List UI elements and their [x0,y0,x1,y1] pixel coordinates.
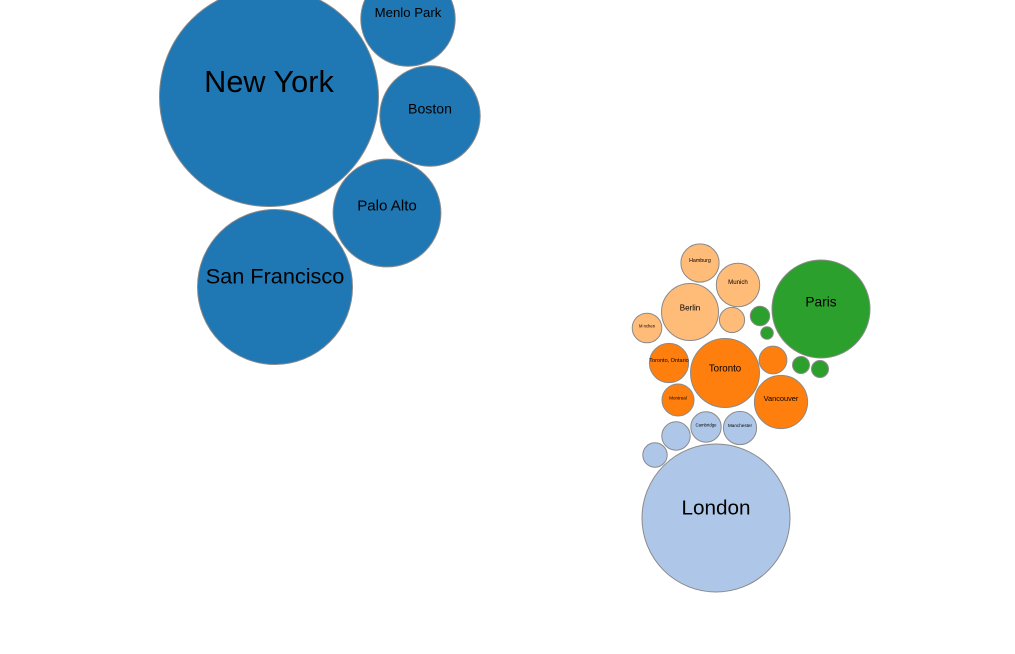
bubble-menlo-park[interactable] [360,0,456,67]
bubble-label: Palo Alto [357,198,417,215]
bubble-label: Menlo Park [375,5,442,20]
bubble-g3-1[interactable] [749,305,771,327]
bubble-palo-alto[interactable] [332,158,442,268]
bubble-toronto[interactable] [690,338,760,408]
bubble-toronto-ontario[interactable] [648,342,690,384]
bubble-g2-4[interactable] [758,345,788,375]
bubble-label: Toronto, Ontario [649,358,688,364]
bubble-m-nchen[interactable] [631,312,663,344]
bubble-label: Montreal [669,395,687,400]
bubble-label: London [681,497,750,520]
bubble-new-york[interactable] [159,0,379,207]
bubble-label: Paris [805,295,836,310]
bubble-london[interactable] [641,443,791,593]
bubble-paris[interactable] [771,259,871,359]
bubble-label: M nchen [639,323,656,328]
bubble-vancouver[interactable] [753,374,809,430]
bubble-montreal[interactable] [661,383,695,417]
bubble-san-francisco[interactable] [197,209,353,365]
bubble-label: New York [204,64,334,99]
bubble-g4-3[interactable] [661,421,691,451]
bubble-hamburg[interactable] [680,243,720,283]
bubble-munich[interactable] [715,262,761,308]
bubble-label: Hamburg [689,258,711,264]
bubble-label: Boston [408,101,452,117]
bubble-berlin[interactable] [661,283,719,341]
bubble-manchester[interactable] [722,410,758,446]
bubble-label: San Francisco [206,263,345,288]
bubble-label: Berlin [680,304,700,313]
bubble-cambridge[interactable] [690,411,722,443]
bubble-label: Cambridge [695,422,717,427]
bubble-boston[interactable] [379,65,481,167]
bubble-g3-3[interactable] [811,360,829,378]
bubble-label: Toronto [709,363,741,374]
bubble-g1-4[interactable] [718,306,746,334]
bubble-label: Manchester [728,423,752,428]
bubble-g4-4[interactable] [642,442,668,468]
bubble-g3-2[interactable] [792,356,810,374]
bubble-label: Munich [728,279,748,286]
bubble-label: Vancouver [764,394,799,403]
bubble-g3-4[interactable] [760,326,774,340]
